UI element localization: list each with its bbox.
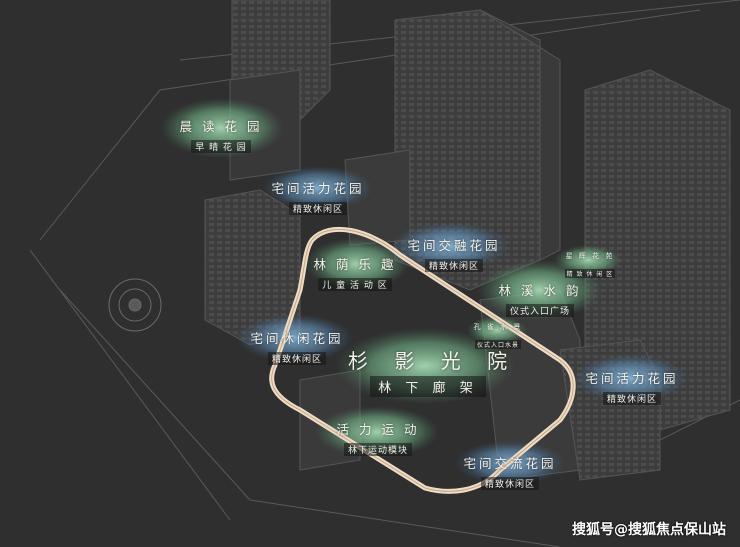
building-towers xyxy=(204,0,731,481)
label-exchange-garden-2: 宅间交流花园 精致休闲区 xyxy=(457,453,563,491)
label-subtitle: 精致休闲区 xyxy=(602,392,661,405)
label-title: 宅间活力花园 xyxy=(271,181,365,196)
label-subtitle: 精致休闲区 xyxy=(424,259,483,272)
label-small-pavilion: 星 辉 花 苑 精 致 休 闲 区 xyxy=(558,251,622,280)
label-subtitle: 儿 童 活 动 区 xyxy=(318,278,392,291)
label-title: 林 溪 水 韵 xyxy=(498,283,582,298)
label-title: 星 辉 花 苑 xyxy=(565,252,615,260)
label-title: 宅间活力花园 xyxy=(585,371,679,386)
label-water-rhyme: 林 溪 水 韵 仪式入口广场 xyxy=(490,280,590,318)
label-subtitle: 仪式入口水景 xyxy=(474,340,521,349)
label-sports: 活 力 运 动 林下运动模块 xyxy=(322,419,434,457)
label-title: 宅间交融花园 xyxy=(407,238,501,253)
label-vitality-garden-1: 宅间活力花园 精致休闲区 xyxy=(262,178,374,216)
watermark: 搜狐号@搜狐焦点保山站 xyxy=(572,522,726,538)
running-track-inner xyxy=(271,228,574,492)
label-title: 林 荫 乐 趣 xyxy=(313,257,397,272)
label-water-corner: 孔 雀 水 景 仪式入口水景 xyxy=(468,322,528,351)
label-subtitle: 仪式入口广场 xyxy=(505,304,574,317)
label-exchange-garden-1: 宅间交融花园 精致休闲区 xyxy=(398,235,510,273)
label-subtitle: 早 晴 花 园 xyxy=(191,140,251,153)
label-main-courtyard: 杉 影 光 院 林 下 廊 架 xyxy=(348,345,508,397)
label-subtitle: 精致休闲区 xyxy=(267,352,326,365)
label-title: 杉 影 光 院 xyxy=(348,349,518,373)
label-title: 孔 雀 水 景 xyxy=(473,323,523,331)
label-title: 晨 读 花 园 xyxy=(179,119,263,134)
label-subtitle: 精致休闲区 xyxy=(288,202,347,215)
label-title: 宅间交流花园 xyxy=(463,456,557,471)
label-title: 活 力 运 动 xyxy=(336,422,420,437)
label-vitality-garden-2: 宅间活力花园 精致休闲区 xyxy=(582,368,682,406)
label-subtitle: 精致休闲区 xyxy=(480,477,539,490)
label-subtitle: 林 下 廊 架 xyxy=(370,376,486,397)
label-subtitle: 精 致 休 闲 区 xyxy=(564,269,616,278)
label-morning-reading: 晨 读 花 园 早 晴 花 园 xyxy=(166,116,276,154)
label-leisure-garden: 宅间休闲花园 精致休闲区 xyxy=(242,328,352,366)
label-subtitle: 林下运动模块 xyxy=(343,443,412,456)
label-forest-fun: 林 荫 乐 趣 儿 童 活 动 区 xyxy=(305,254,405,292)
roundabout xyxy=(108,278,162,332)
label-title: 宅间休闲花园 xyxy=(250,331,344,346)
